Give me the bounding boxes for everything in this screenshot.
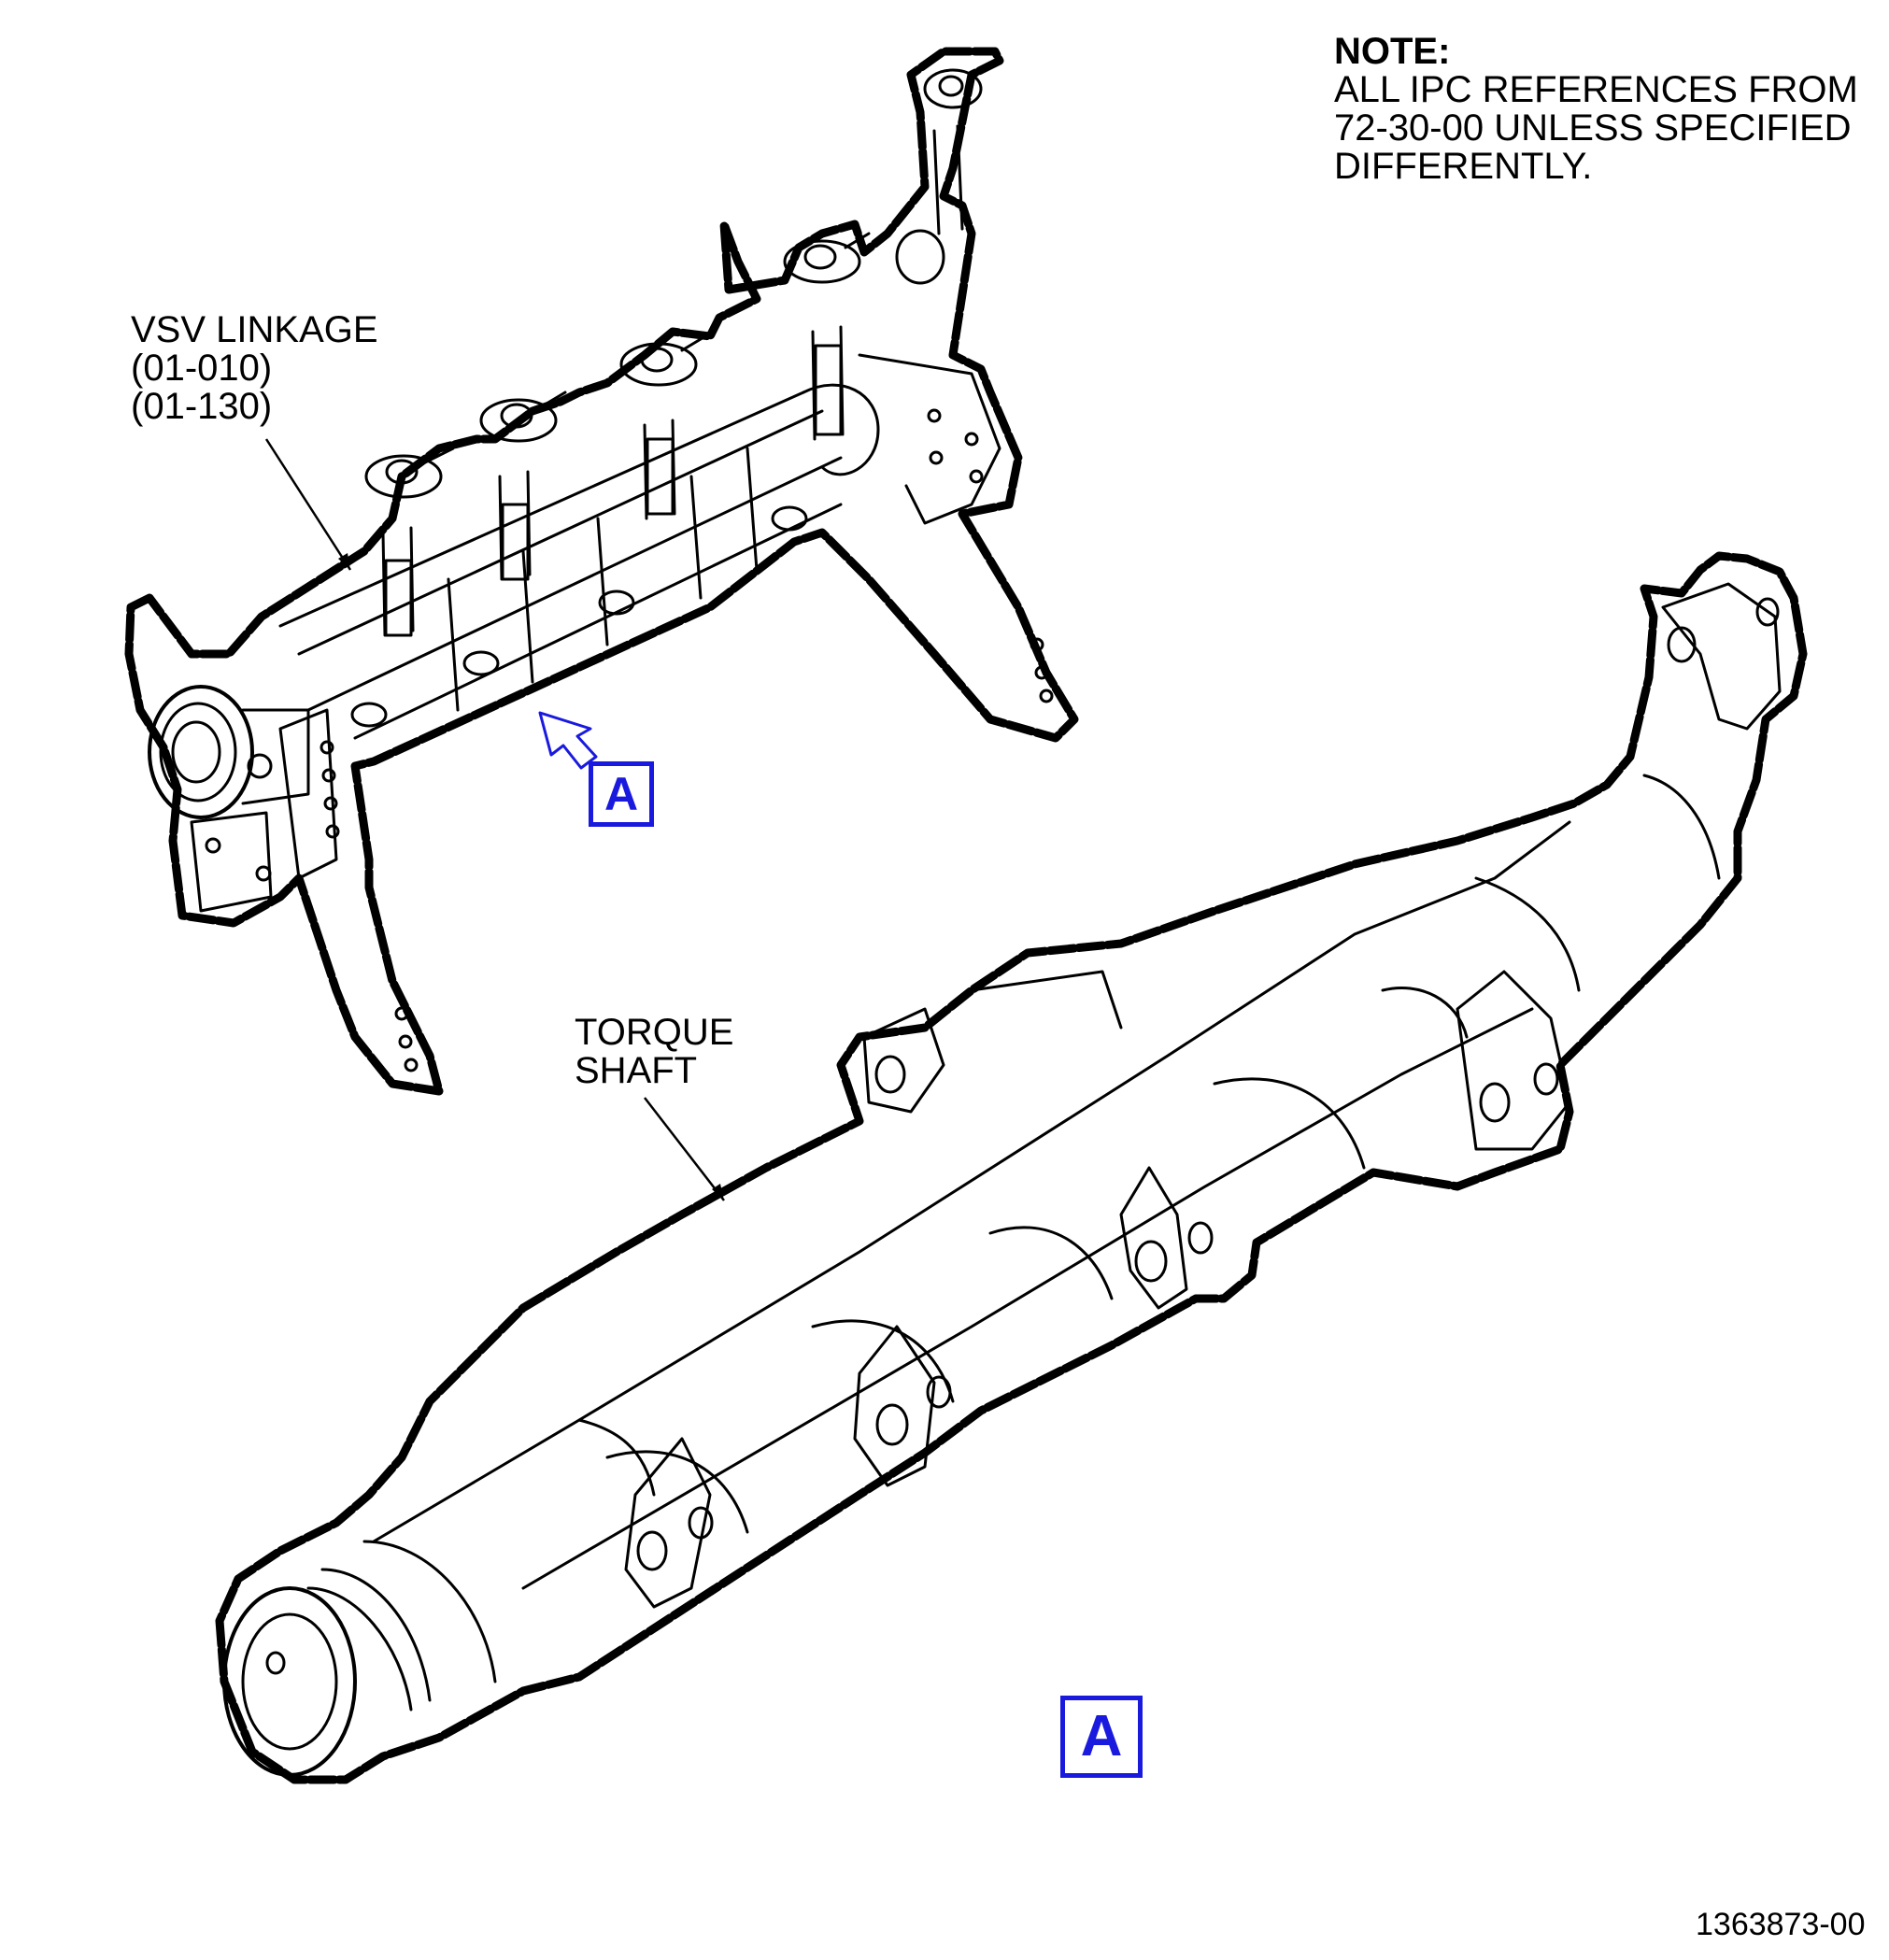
vsv-rail-ribs — [447, 447, 759, 712]
vsv-linkage-rail — [278, 391, 843, 740]
figure-number: 1363873-00 — [1696, 1907, 1866, 1942]
vsv-linkage-label: VSV LINKAGE — [131, 309, 378, 350]
view-a-label: A — [1060, 1696, 1143, 1778]
torque-shaft-leader — [644, 1097, 725, 1201]
note-block: NOTE: ALL IPC REFERENCES FROM 72-30-00 U… — [1334, 33, 1858, 186]
vsv-linkage-leader — [264, 438, 352, 571]
note-line-1: ALL IPC REFERENCES FROM — [1334, 69, 1858, 110]
vsv-linkage-leader-arrow — [338, 553, 350, 570]
torque-shaft-leader-arrow — [712, 1184, 724, 1200]
torque-shaft-label-2: SHAFT — [575, 1050, 698, 1091]
vsv-actuator-rod-2 — [479, 391, 567, 581]
vsv-actuator-rod-4 — [783, 232, 871, 441]
vsv-actuator-rod-5 — [895, 68, 983, 285]
view-a-arrow-icon — [538, 711, 598, 770]
detail-a-marker: A — [589, 761, 654, 827]
torque-shaft-lug-3 — [1119, 1166, 1214, 1310]
vsv-linkage-ref-2: (01-130) — [131, 386, 273, 427]
vsv-linkage-assembly — [124, 47, 1079, 1096]
torque-shaft-lug-1 — [624, 1437, 714, 1609]
torque-shaft-pocket-ribs — [605, 986, 1469, 1534]
torque-shaft-mid-bracket — [862, 970, 1123, 1114]
vsv-right-bracket — [858, 353, 1001, 525]
note-title: NOTE: — [1334, 31, 1451, 72]
torque-shaft-assembly — [215, 551, 1808, 1784]
torque-shaft-beam-edges — [372, 820, 1581, 1590]
torque-shaft-callout: TORQUE SHAFT — [575, 1014, 733, 1090]
vsv-left-hub — [148, 685, 310, 819]
torque-shaft-label-1: TORQUE — [575, 1012, 734, 1053]
torque-shaft-outline — [215, 551, 1808, 1784]
vsv-linkage-ref-1: (01-010) — [131, 348, 273, 389]
note-line-2: 72-30-00 UNLESS SPECIFIED — [1334, 107, 1852, 149]
torque-shaft-lug-4 — [1456, 970, 1571, 1151]
torque-shaft-clevis — [1642, 582, 1782, 880]
vsv-left-bracket — [190, 708, 338, 913]
vsv-actuator-rod-1 — [364, 447, 455, 637]
vsv-linkage-callout: VSV LINKAGE (01-010) (01-130) — [131, 311, 378, 426]
torque-shaft-end-journal — [222, 1540, 497, 1777]
note-line-3: DIFFERENTLY. — [1334, 146, 1593, 187]
vsv-actuator-rod-3 — [619, 334, 707, 520]
